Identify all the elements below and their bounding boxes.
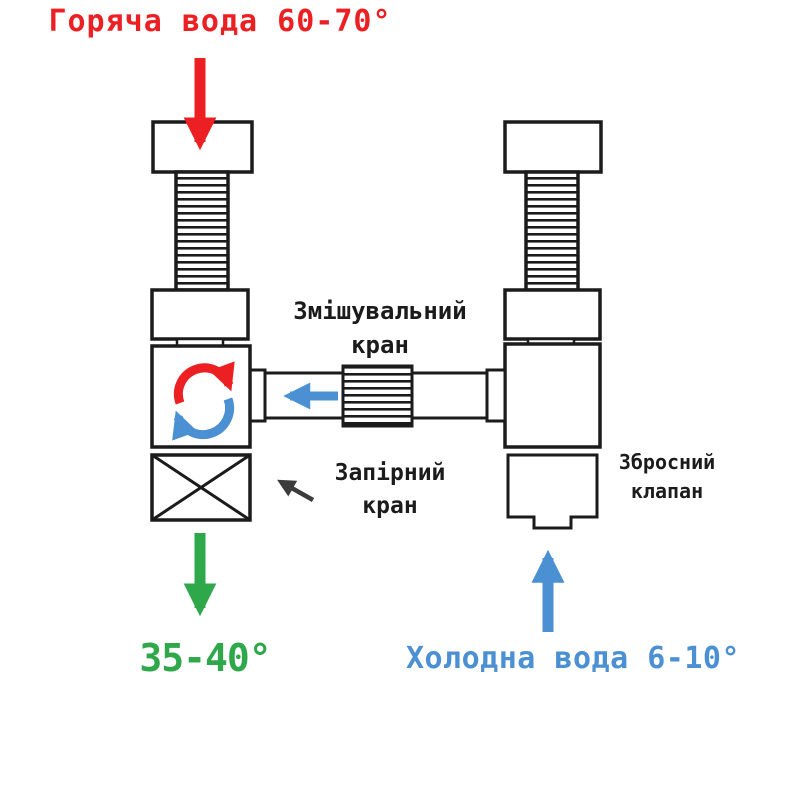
relief-valve-label: Збросний клапан	[606, 448, 728, 506]
cold-valve-body	[503, 342, 602, 449]
mixing-valve-coupling	[341, 364, 414, 428]
shutoff-valve-label-line1: Запірний	[334, 460, 446, 486]
hot-pipe-threads	[174, 170, 230, 292]
shutoff-valve-label-line2: кран	[362, 493, 418, 519]
circulation-arc-hot	[173, 361, 235, 405]
cold-water-label: Холодна вода 6-10°	[405, 641, 741, 676]
connecting-pipe	[246, 364, 507, 428]
circulation-arc-cold	[172, 397, 235, 441]
relief-valve-label-line1: Збросний	[618, 450, 716, 474]
mixing-valve-label-line2: кран	[351, 331, 409, 359]
pipe-socket-right	[485, 368, 507, 423]
cold-pipe-fitting	[503, 288, 602, 341]
cold-pipe-cap	[503, 120, 603, 174]
shutoff-valve-diagonal-2	[151, 453, 251, 522]
relief-valve-label-line2: клапан	[630, 479, 704, 503]
mixing-valve-label: Змішувальний кран	[285, 294, 475, 362]
mixed-water-temp-label: 35-40°	[139, 636, 271, 680]
shutoff-label-pointer-arrow	[277, 479, 315, 502]
hot-water-label: Горяча вода 60-70°	[48, 4, 392, 39]
shutoff-valve	[150, 453, 252, 522]
shutoff-valve-label: Запірний кран	[315, 457, 465, 523]
hot-inlet-assembly	[150, 120, 254, 349]
hot-pipe-fitting	[150, 288, 250, 341]
relief-valve-body	[506, 453, 599, 530]
cold-inlet-assembly	[503, 120, 603, 449]
cold-pipe-threads	[524, 170, 580, 292]
mixing-valve-label-line1: Змішувальний	[293, 297, 467, 325]
